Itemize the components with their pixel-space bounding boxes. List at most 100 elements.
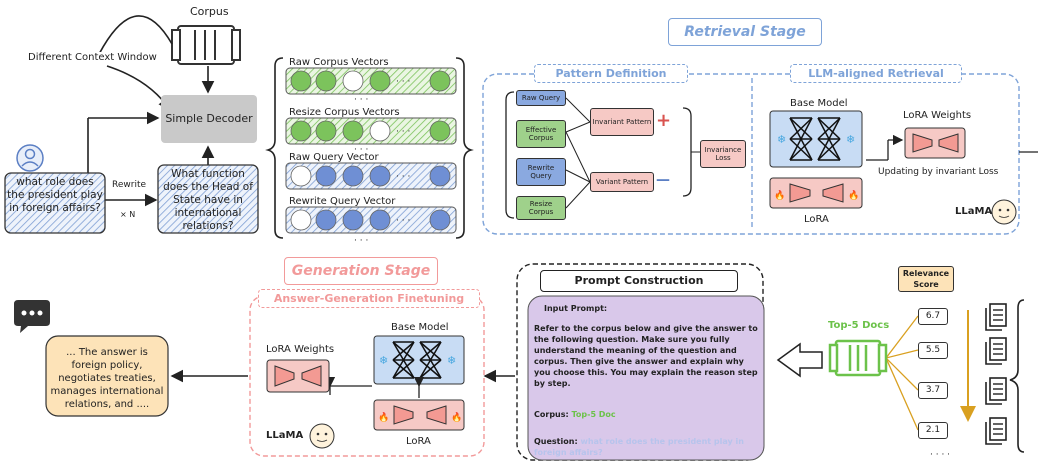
different-context-label: Different Context Window [28, 52, 157, 63]
rewrite-query-vector-row: · · · [285, 206, 457, 234]
vector-dot [369, 209, 391, 231]
raw-query-vector-label: Raw Query Vector [289, 152, 379, 163]
score-connector [885, 357, 919, 431]
resize-corpus-box: Resize Corpus [516, 196, 566, 220]
updating-label: Updating by invariant Loss [878, 167, 999, 177]
svg-text:🔥: 🔥 [378, 411, 389, 423]
generation-llama-icon [309, 423, 335, 449]
document-icon [985, 303, 1007, 331]
relevance-score-box: 2.1 [918, 422, 948, 439]
generation-base-model-network: ❄ ❄ [373, 335, 465, 385]
rewrite-query-box: Rewrite Query [516, 158, 566, 186]
vector-dot-empty [369, 120, 391, 142]
generation-base-model-label: Base Model [391, 322, 449, 333]
corpus-field-value: Top-5 Doc [571, 410, 616, 419]
svg-text:❄: ❄ [846, 133, 855, 146]
raw-query-vector-row: · · · [285, 162, 457, 190]
minus-sign: — [656, 172, 670, 188]
relevance-score-box: 5.5 [918, 342, 948, 359]
rewritten-query-text: What function does the Head of State hav… [163, 168, 253, 232]
vector-dot [429, 120, 451, 142]
raw-corpus-vector-row: · · · [285, 67, 457, 95]
vector-dot [315, 120, 337, 142]
svg-text:❄: ❄ [447, 354, 456, 367]
context-curve-arrow [94, 15, 173, 63]
score-connector [885, 357, 919, 391]
vector-ellipsis: · · · [354, 95, 369, 105]
vector-ellipsis: · · · [354, 145, 369, 155]
svg-text:❄: ❄ [379, 354, 388, 367]
vector-inner-ellipsis: · · · [396, 172, 410, 182]
relevance-score-title: Relevance Score [898, 266, 954, 292]
vector-dot-empty [290, 209, 312, 231]
vector-dot [315, 209, 337, 231]
svg-text:🔥: 🔥 [848, 189, 859, 201]
relevance-score-box: 3.7 [918, 382, 948, 399]
answer-text: ... The answer is foreign policy, negoti… [50, 347, 164, 410]
generation-stage-title: Generation Stage [284, 257, 438, 285]
generation-lora-label: LoRA [406, 436, 431, 447]
svg-text:🔥: 🔥 [451, 411, 462, 423]
retrieval-llama-label: LLaMA [955, 206, 993, 217]
vector-dot [315, 70, 337, 92]
generation-lora-block: 🔥 🔥 [373, 399, 465, 431]
original-query-text: what role does the president play in for… [7, 176, 103, 214]
original-query-box [4, 172, 106, 234]
question-field-label: Question: [534, 437, 578, 446]
score-connector [885, 349, 919, 359]
vector-inner-ellipsis: · · · [396, 77, 410, 87]
document-icon [985, 417, 1007, 445]
resize-corpus-vector-row: · · · [285, 117, 457, 145]
vector-inner-ellipsis: · · · [396, 216, 410, 226]
corpus-server-icon [171, 25, 241, 65]
invariant-pattern-box: Invariant Pattern [590, 108, 654, 136]
generation-frame [249, 295, 485, 457]
retrieval-lora-weights-icon [904, 127, 966, 159]
variant-pattern-box: Variant Pattern [590, 172, 654, 192]
corpus-label: Corpus [190, 5, 229, 18]
vector-dot [290, 70, 312, 92]
prompt-body: Refer to the corpus below and give the a… [534, 324, 758, 388]
top5-docs-label: Top-5 Docs [828, 320, 890, 331]
answer-finetuning-title: Answer-Generation Finetuning [258, 289, 480, 308]
invariance-loss-box: Invariance Loss [700, 140, 746, 168]
retrieval-stage-title: Retrieval Stage [668, 18, 822, 46]
vector-inner-ellipsis: · · · [396, 127, 410, 137]
resize-corpus-vectors-label: Resize Corpus Vectors [289, 107, 400, 118]
llm-aligned-title: LLM-aligned Retrieval [790, 64, 962, 83]
rewrite-query-vector-label: Rewrite Query Vector [289, 196, 396, 207]
generation-lora-weights-label: LoRA Weights [266, 344, 335, 355]
vector-dot [429, 209, 451, 231]
pattern-definition-title: Pattern Definition [534, 64, 688, 83]
vector-dot [429, 70, 451, 92]
raw-query-box: Raw Query [516, 90, 566, 106]
svg-text:🔥: 🔥 [774, 189, 785, 201]
effective-corpus-box: Effective Corpus [516, 120, 566, 148]
vector-dot [429, 165, 451, 187]
context-to-decoder-arrow [106, 65, 171, 112]
vector-dot [369, 165, 391, 187]
docs-to-prompt-arrow [776, 342, 823, 378]
docs-bracket [1009, 299, 1025, 453]
document-icon [985, 337, 1007, 365]
answer-box [45, 335, 169, 417]
retrieval-frame [482, 73, 1020, 235]
chat-bubble-icon [14, 300, 50, 333]
rewritten-query-box [157, 164, 259, 234]
svg-text:❄: ❄ [777, 133, 786, 146]
vector-dot [342, 120, 364, 142]
input-prompt-label: Input Prompt: [544, 304, 608, 313]
docs-ellipsis: · · · · [930, 450, 951, 460]
top5-corpus-icon [828, 339, 888, 377]
relevance-score-box: 6.7 [918, 308, 948, 325]
simple-decoder-box [161, 95, 257, 143]
vector-dot [315, 165, 337, 187]
raw-corpus-vectors-label: Raw Corpus Vectors [289, 57, 389, 68]
retrieval-base-model-network: ❄ ❄ [769, 110, 863, 168]
vector-dot-empty [342, 70, 364, 92]
prompt-box [527, 295, 765, 461]
vector-ellipsis: · · · [354, 236, 369, 246]
retrieval-lora-label: LoRA [804, 214, 829, 225]
rewrite-label: Rewrite [112, 180, 147, 190]
